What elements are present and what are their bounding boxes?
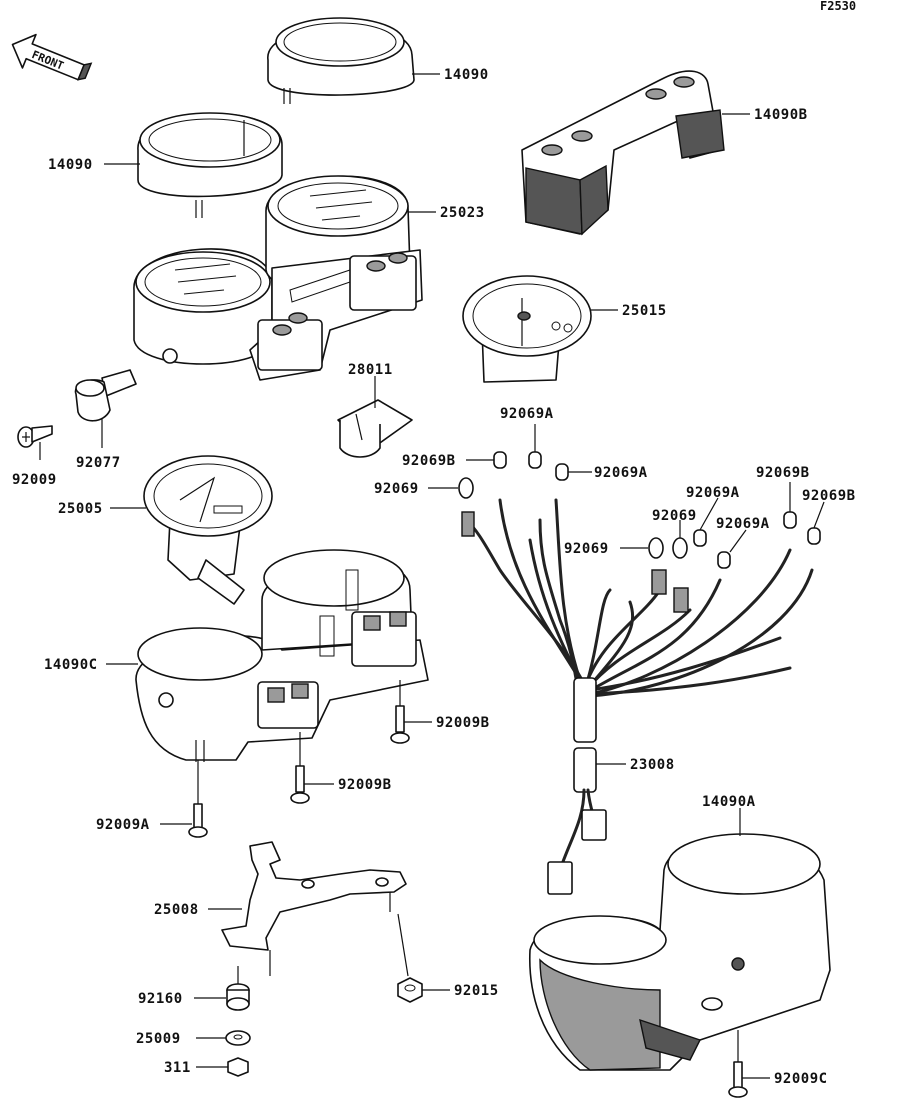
label-14090B: 14090B [754,107,808,123]
washer-25009 [225,1030,251,1046]
label-92069B-right-a: 92069B [756,465,810,481]
meter-case-lower [135,549,429,762]
bulb-92069A-lower [717,551,731,569]
bulb-92069B-left [493,451,507,469]
gauge-25015 [462,275,592,383]
label-23008: 23008 [630,757,675,773]
sensor-28011 [337,399,413,458]
screw-92009B-center [290,732,310,804]
figure-code: F2530 [820,0,856,13]
label-14090A: 14090A [702,794,756,810]
label-28011: 28011 [348,362,393,378]
label-92015: 92015 [454,983,499,999]
label-25023: 25023 [440,205,485,221]
label-311: 311 [164,1060,191,1076]
bulb-92069B-right-b [807,527,821,545]
meter-ring-left [137,112,283,218]
label-92009: 92009 [12,472,57,488]
bulb-92069B-right-a [783,511,797,529]
meter-cover-upper [521,70,725,236]
bracket-25008 [221,841,407,976]
trip-knob-92077 [74,369,137,422]
grommet-92160 [226,983,250,1011]
bulb-92069-left [458,477,474,499]
label-92069-left: 92069 [374,481,419,497]
label-25009: 25009 [136,1031,181,1047]
label-92069A-top: 92069A [500,406,554,422]
label-25015: 25015 [622,303,667,319]
wiring-harness-23008 [461,498,814,895]
label-92009B-center: 92009B [338,777,392,793]
bulb-92069A-mid [693,529,707,547]
screw-92009C [728,1030,748,1098]
bulb-92069A-right [555,463,569,481]
nut-311 [227,1057,249,1077]
label-92069A-lower: 92069A [716,516,770,532]
bulb-92069-mid [672,537,688,559]
meter-ring-top [267,17,415,104]
label-92160: 92160 [138,991,183,1007]
label-14090-top: 14090 [444,67,489,83]
bulb-92069A-top [528,451,542,469]
label-92077: 92077 [76,455,121,471]
screw-92009A [188,760,208,838]
label-14090-left: 14090 [48,157,93,173]
label-92069A-right: 92069A [594,465,648,481]
meter-cover-lower [528,833,831,1071]
label-92009C: 92009C [774,1071,828,1087]
nut-92015 [397,977,423,1003]
label-92069-lower: 92069 [564,541,609,557]
label-92069B-left: 92069B [402,453,456,469]
label-14090C: 14090C [44,657,98,673]
screw-92009B-right [390,680,410,744]
meter-case-assembly [133,175,423,381]
label-92069-mid: 92069 [652,508,697,524]
front-arrow-icon: FRONT [11,33,93,81]
label-92069B-right-b: 92069B [802,488,856,504]
label-92009B-right: 92009B [436,715,490,731]
label-25008: 25008 [154,902,199,918]
label-92069A-mid: 92069A [686,485,740,501]
gauge-25005 [143,455,273,605]
screw-92009 [17,425,53,448]
bulb-92069-lower [648,537,664,559]
label-92009A: 92009A [96,817,150,833]
label-25005: 25005 [58,501,103,517]
